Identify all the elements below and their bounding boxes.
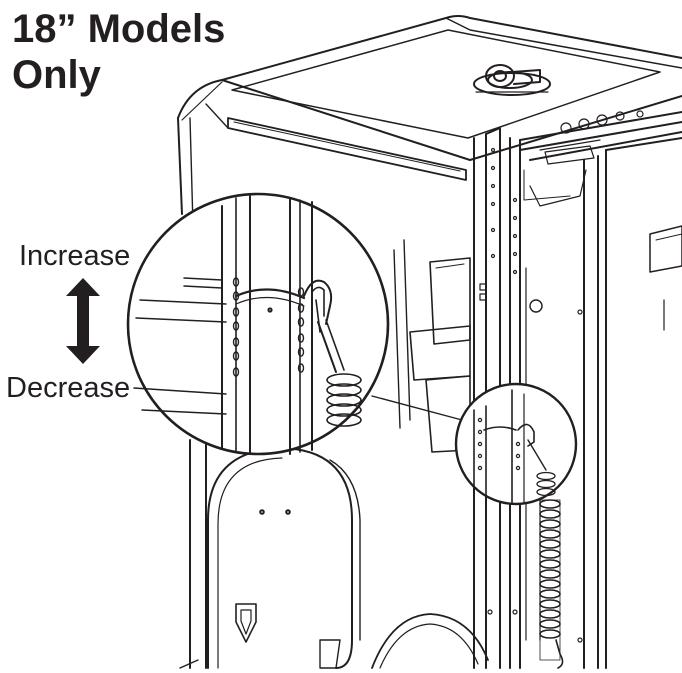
double-headed-vertical-arrow-icon — [66, 278, 100, 364]
detail-circle-small — [454, 382, 578, 506]
page-title: 18” Models Only — [12, 6, 225, 98]
spring-assembly — [532, 457, 564, 669]
decrease-label: Decrease — [4, 372, 133, 404]
increase-label: Increase — [17, 240, 133, 272]
title-line-2: Only — [12, 53, 101, 97]
dishwasher-top — [177, 15, 682, 181]
top-fitting — [473, 64, 551, 96]
detail-circle-large — [126, 192, 390, 456]
title-line-1: 18” Models — [12, 7, 226, 51]
door-frame — [473, 110, 682, 669]
lower-body — [179, 439, 489, 669]
dishwasher-left-side — [177, 81, 229, 227]
